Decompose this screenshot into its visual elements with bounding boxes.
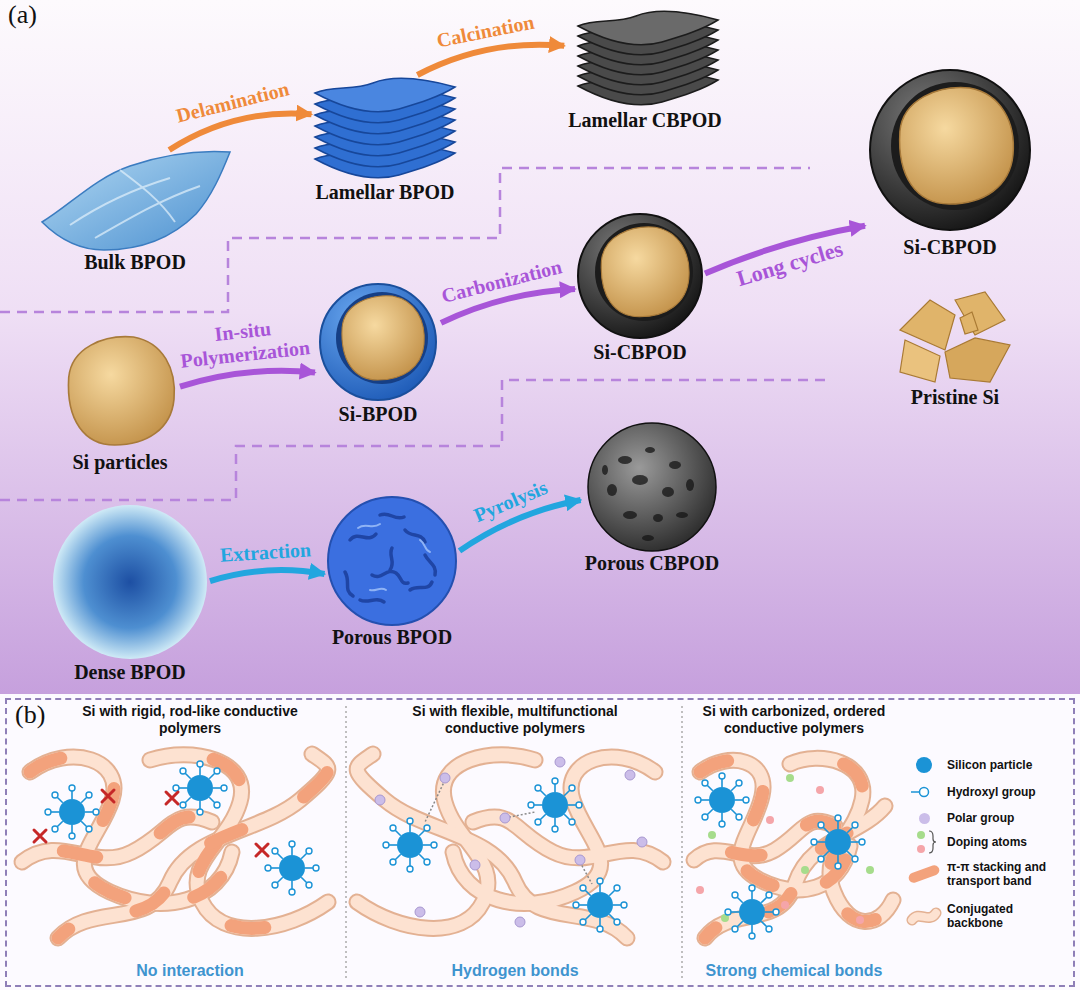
material-stage: Lamellar BPOD: [311, 75, 458, 206]
core-shell-particle: [320, 284, 436, 400]
material-stage: Lamellar CBPOD: [564, 8, 726, 134]
legend-symbol: [905, 829, 943, 855]
process-label: Pyrolysis: [470, 476, 550, 527]
process-label: Delamination: [174, 77, 292, 127]
legend-text: Conjugated backbone: [947, 902, 1071, 930]
legend-sample: [905, 752, 943, 778]
stage-label: Si particles: [73, 450, 168, 474]
legend-row: Polar group: [905, 805, 1071, 831]
si-particle: [68, 337, 174, 445]
porous-sphere: [328, 497, 456, 625]
silicon-particles: [383, 778, 627, 932]
figure-panel: (a) Bulk BPOD Lamellar BPOD Lamellar CBPOD S…: [0, 0, 1080, 694]
legend-row: π-π stacking and transport band: [905, 860, 1071, 888]
legend-text: π-π stacking and transport band: [947, 860, 1071, 888]
material-stage: Pristine Si: [890, 285, 1020, 411]
material-stage: Dense BPOD: [50, 505, 210, 686]
silicon-particles: [45, 761, 319, 895]
legend-swatch: [919, 813, 930, 824]
porous-carbon-sphere: [588, 423, 716, 551]
material-stage: Si-CBPOD: [865, 65, 1035, 261]
panel-ground: [0, 694, 1080, 990]
legend-symbol: [905, 781, 943, 803]
no-bond-mark: [34, 790, 268, 856]
stage-label: Si-BPOD: [339, 402, 418, 426]
process-label: In-situ Polymerization: [175, 313, 313, 373]
legend-sample: [905, 805, 943, 831]
material-stage: Porous CBPOD: [581, 423, 724, 577]
material-stage: Porous BPOD: [325, 497, 460, 651]
legend-text: Silicon particle: [947, 758, 1071, 772]
stage-label: Si-CBPOD: [903, 235, 996, 259]
legend-row: Hydroxyl group: [905, 779, 1071, 805]
rigid-polymer-chains: [22, 754, 328, 938]
panel-heading: Si with rigid, rod-like conductive polym…: [80, 703, 300, 737]
bulk-sheet: [42, 152, 230, 250]
legend-sample: [905, 861, 943, 887]
stage-label: Lamellar BPOD: [315, 180, 454, 204]
stage-label: Lamellar CBPOD: [568, 108, 722, 132]
flexible-polymer-chains: [357, 754, 663, 938]
dense-sphere: [53, 505, 207, 659]
legend-sample: [905, 903, 943, 929]
material-stage: Bulk BPOD: [40, 150, 230, 276]
legend-swatch: [916, 757, 932, 773]
lamellar-carbon-stack: [578, 11, 718, 105]
legend-sample: [905, 779, 943, 805]
interaction-label: Strong chemical bonds: [706, 961, 883, 981]
material-stage: Si-BPOD: [315, 282, 441, 428]
material-stage: Si-CBPOD: [575, 212, 705, 366]
interaction-label: Hydrogen bonds: [451, 961, 578, 981]
legend-row: Silicon particle: [905, 752, 1071, 778]
legend-text: Doping atoms: [947, 835, 1071, 849]
panel-heading: Si with flexible, multifunctional conduc…: [390, 703, 640, 737]
hydrogen-bond: [425, 780, 592, 884]
process-label: Carbonization: [439, 255, 564, 308]
panel-heading: Si with carbonized, ordered conductive p…: [690, 703, 898, 737]
stage-label: Si-CBPOD: [593, 340, 686, 364]
legend-row: Conjugated backbone: [905, 902, 1071, 930]
interaction-label: No interaction: [136, 961, 244, 981]
mechanism-panel: Si with carbonized, ordered conductive p…: [686, 700, 902, 984]
process-label: Long cycles: [733, 236, 845, 291]
lamellar-stack: [315, 78, 455, 178]
carbonized-polymer-chains: [694, 758, 893, 938]
mechanism-panel: Si with rigid, rod-like conductive polym…: [40, 700, 340, 984]
process-arrow: [210, 570, 325, 581]
figure-panel: (b) Si with rigid, rod-like conductive po…: [5, 698, 1075, 987]
stage-label: Pristine Si: [911, 385, 999, 409]
panel-separator: [346, 706, 682, 978]
core-shell-particle: [578, 214, 702, 338]
panel-ground: [0, 0, 1080, 694]
doping-atoms: [696, 774, 874, 924]
legend-sample: [905, 829, 943, 855]
legend-text: Hydroxyl group: [947, 785, 1071, 799]
stage-label: Bulk BPOD: [84, 250, 186, 274]
panel-letter: (b): [7, 700, 53, 730]
si-fragments: [900, 292, 1010, 382]
process-label: Extraction: [220, 538, 312, 567]
legend-symbol: [905, 905, 943, 927]
stage-label: Porous CBPOD: [585, 551, 720, 575]
legend-text: Polar group: [947, 811, 1071, 825]
material-stage: Si particles: [60, 332, 180, 476]
core-shell-particle: [870, 70, 1030, 230]
process-arrow: [180, 371, 315, 387]
process-label: Calcination: [434, 11, 535, 53]
mechanism-panel: Si with flexible, multifunctional conduc…: [352, 700, 678, 984]
silicon-particles: [695, 773, 865, 939]
stage-label: Dense BPOD: [74, 660, 186, 684]
legend-row: Doping atoms: [905, 829, 1071, 855]
legend-swatch: [907, 864, 940, 884]
stage-label: Porous BPOD: [332, 625, 452, 649]
panel-letter: (a): [0, 0, 45, 30]
